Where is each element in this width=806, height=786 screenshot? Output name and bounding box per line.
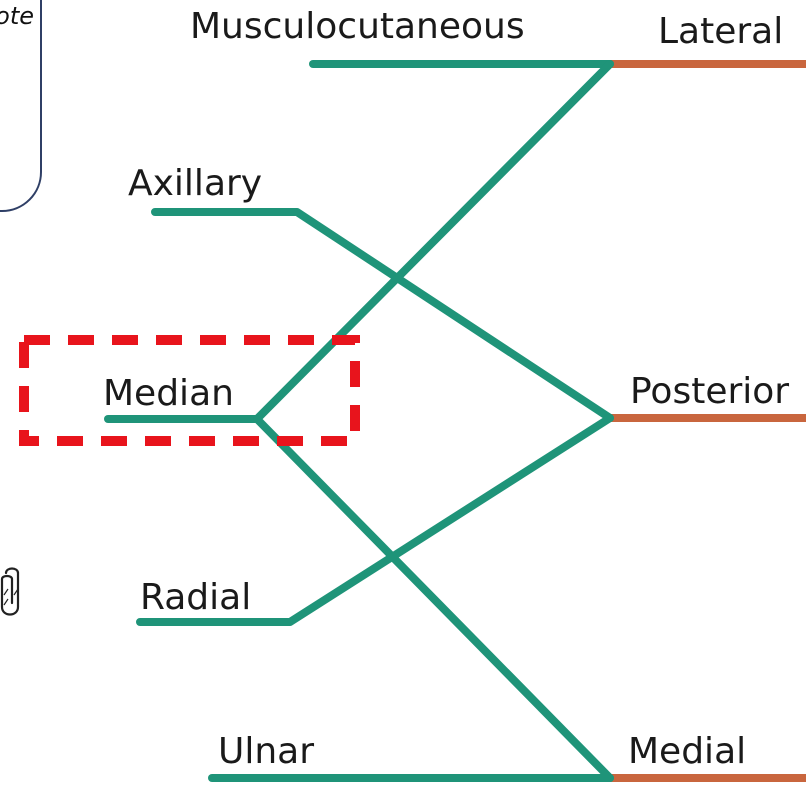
label-median: Median (103, 373, 234, 414)
axillary-line (151, 208, 614, 422)
note-callout[interactable]: ote (0, 0, 42, 212)
label-musculocutaneous: Musculocutaneous (190, 6, 525, 47)
label-radial: Radial (140, 577, 252, 618)
paperclip-icon[interactable] (0, 565, 26, 621)
median-medial-root-line (253, 415, 614, 782)
label-posterior: Posterior (630, 371, 790, 412)
label-ulnar: Ulnar (218, 731, 315, 772)
note-text: ote (0, 2, 34, 30)
label-axillary: Axillary (128, 163, 263, 204)
radial-line (136, 414, 614, 626)
median-highlight-box (19, 335, 360, 446)
label-medial: Medial (628, 731, 747, 772)
label-lateral: Lateral (658, 11, 784, 52)
median-lateral-root-line (253, 60, 614, 423)
